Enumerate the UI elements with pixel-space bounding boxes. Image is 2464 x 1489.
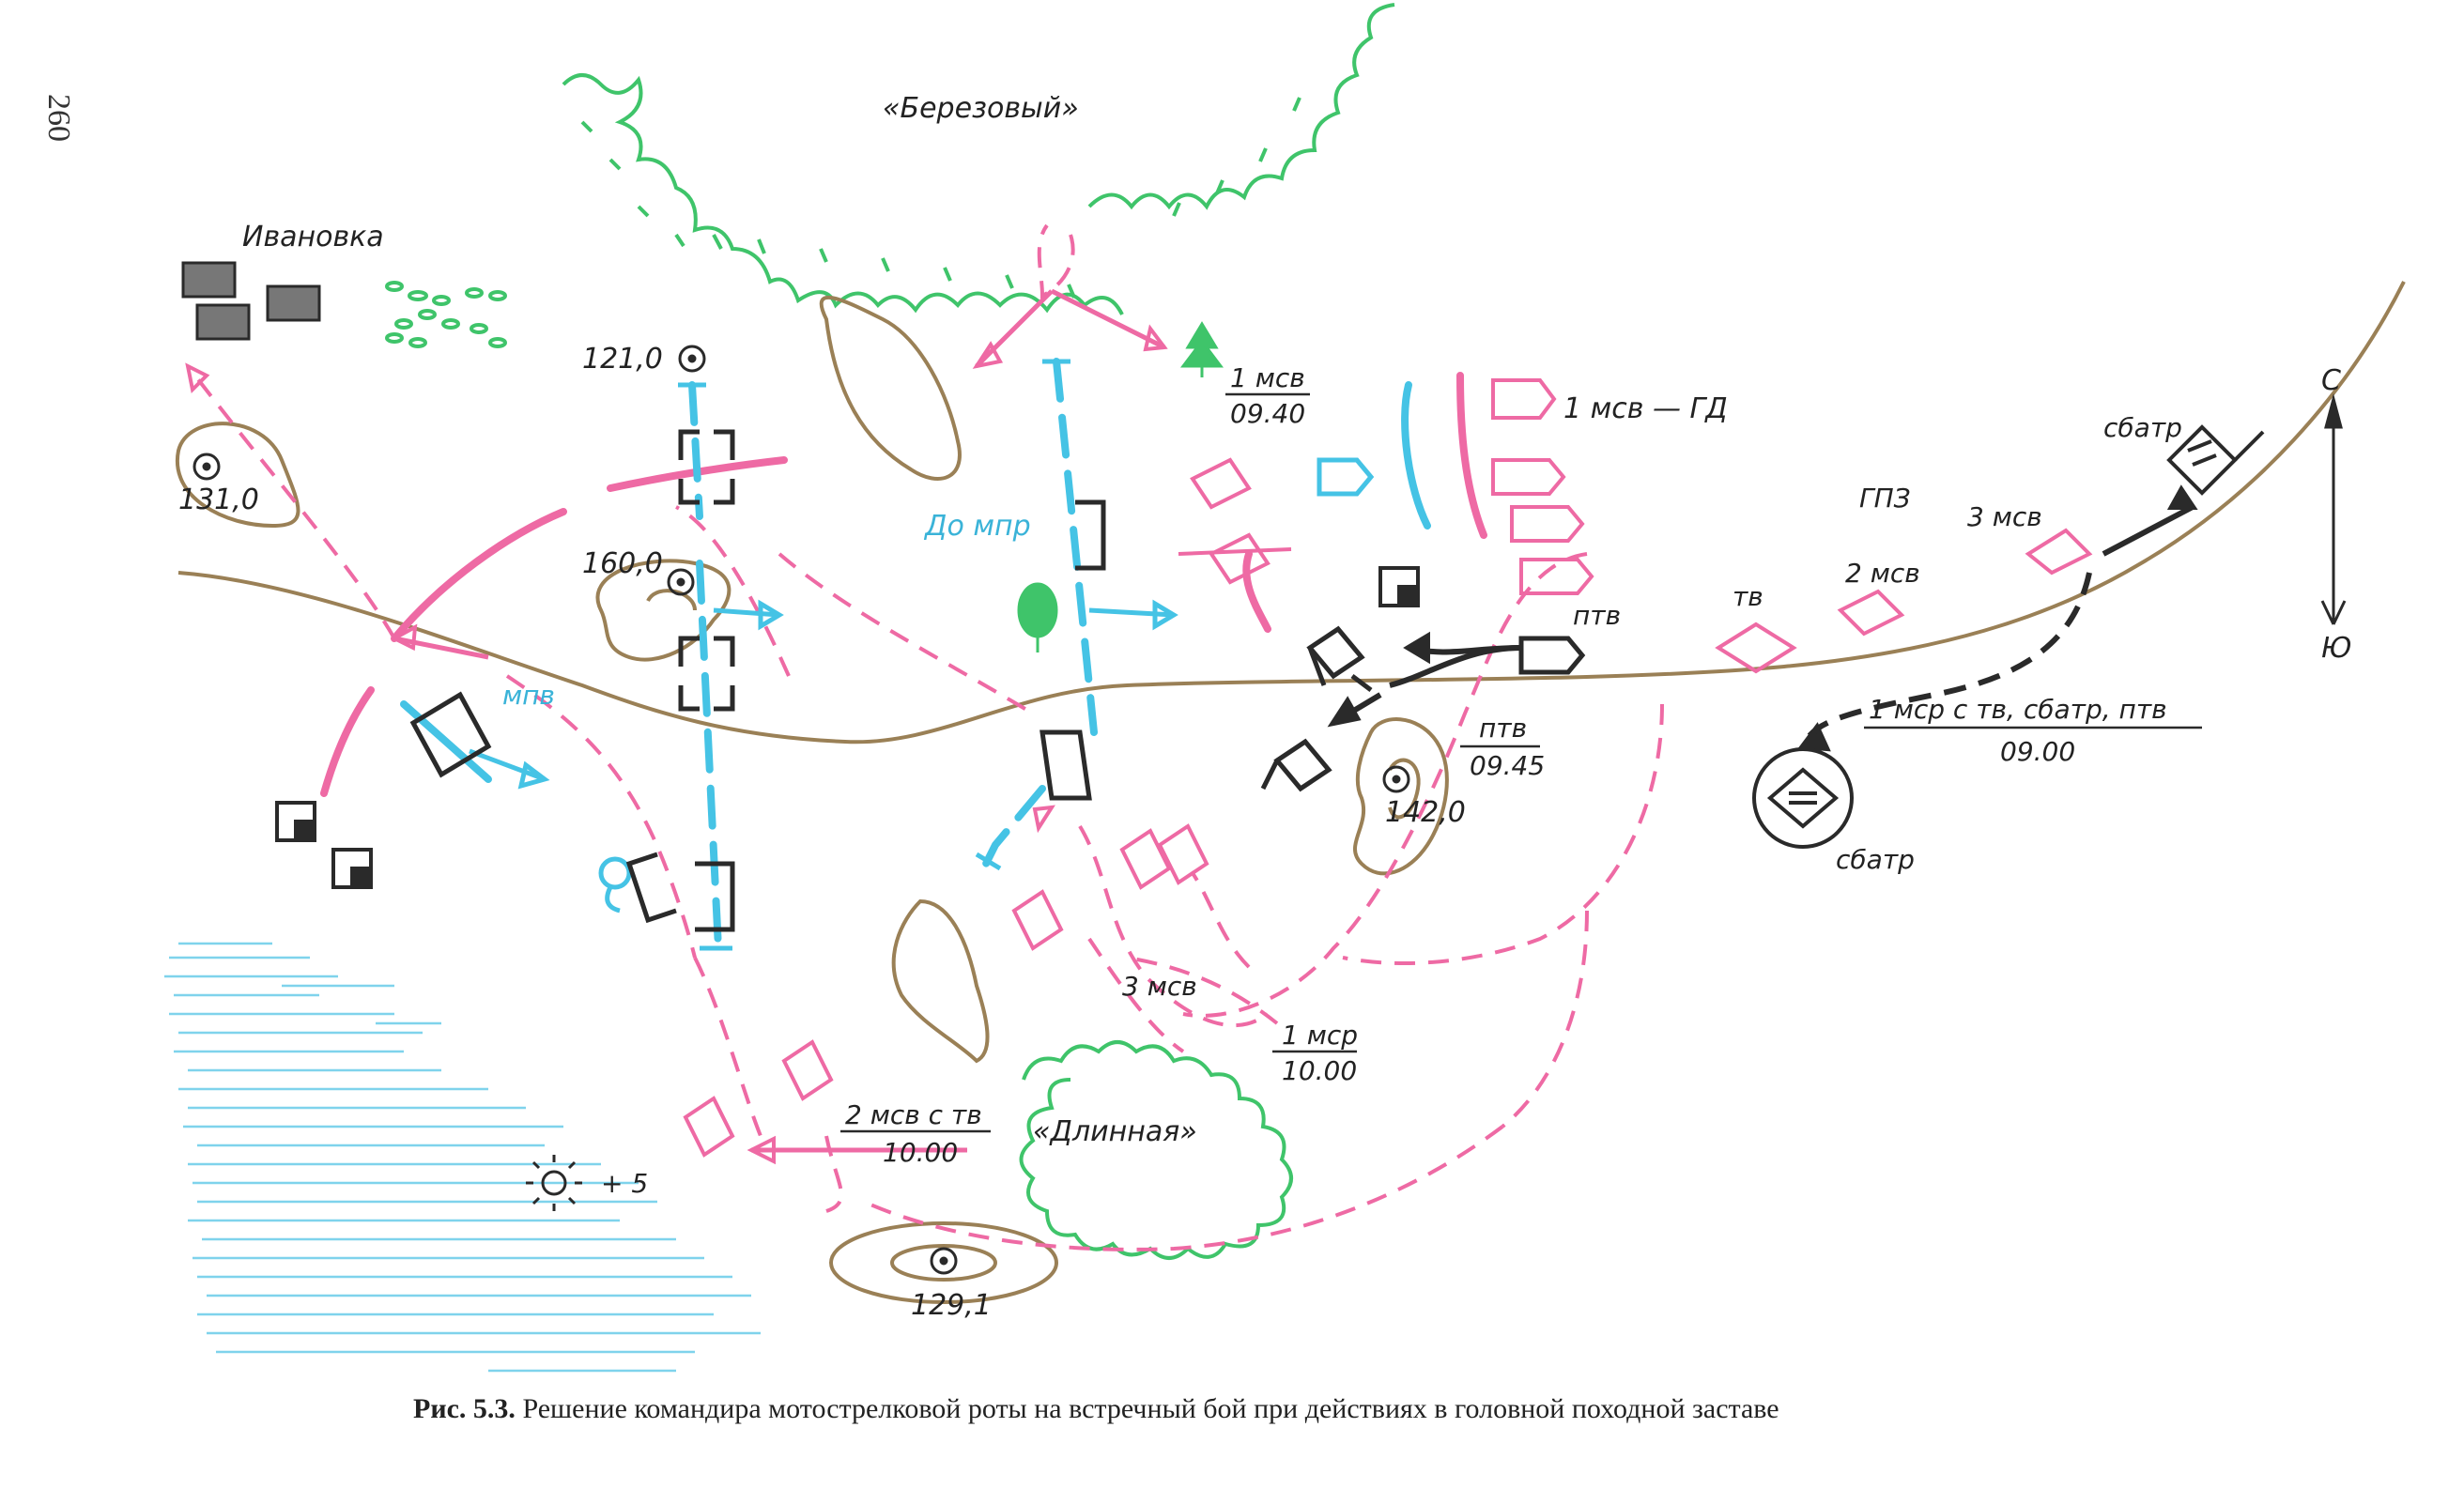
recon-vehicles xyxy=(1260,625,1586,792)
label-msr1: 1 мср xyxy=(1282,1020,1358,1051)
figure-caption: Рис. 5.3. Решение командира мотострелков… xyxy=(413,1393,1779,1424)
label-msr1-time: 10.00 xyxy=(1282,1055,1357,1086)
compass-south: Ю xyxy=(2321,632,2351,665)
artillery-battery-icon xyxy=(1752,424,2265,849)
own-positions xyxy=(409,429,1106,932)
label-sbatr-bottom: сбатр xyxy=(1836,844,1915,875)
label-msv3-column: 3 мсв xyxy=(1967,501,2042,532)
label-msr1-full-time: 09.00 xyxy=(2000,736,2075,767)
height-121: 121,0 xyxy=(582,343,663,376)
label-do-mpr: До мпр xyxy=(923,510,1031,543)
caption-label: Рис. 5.3. xyxy=(413,1393,516,1424)
forest-berezovy xyxy=(562,3,1395,315)
label-gpz: ГПЗ xyxy=(1859,483,1911,514)
label-msv1-time: 09.40 xyxy=(1230,398,1305,429)
enemy-vehicles xyxy=(683,378,2093,1158)
own-arrows xyxy=(469,359,1375,951)
label-sbatr-top: сбатр xyxy=(2103,412,2182,443)
lake xyxy=(164,942,761,1373)
label-msv3: 3 мсв xyxy=(1122,971,1197,1002)
label-msv2: 2 мсв xyxy=(1845,558,1920,589)
label-msv2-tv: 2 мсв с тв xyxy=(845,1099,982,1130)
height-129: 129,1 xyxy=(911,1289,992,1322)
place-label-ivanovka: Ивановка xyxy=(242,221,384,253)
height-142: 142,0 xyxy=(1385,796,1466,829)
black-routes xyxy=(1327,484,2198,752)
label-ptv-time: 09.45 xyxy=(1470,750,1545,781)
village-buildings xyxy=(181,261,321,341)
label-msv2-tv-time: 10.00 xyxy=(883,1137,958,1168)
label-sun: + 5 xyxy=(601,1168,648,1199)
compass xyxy=(2320,393,2347,625)
height-160: 160,0 xyxy=(582,547,663,580)
enemy-routes xyxy=(186,223,1664,1251)
enemy-lines xyxy=(320,372,1487,797)
tree-icon xyxy=(1180,321,1224,377)
fraction-lines xyxy=(840,392,2202,1133)
forest-dlinnaya xyxy=(1019,1040,1293,1260)
squares xyxy=(275,566,1420,889)
road xyxy=(177,281,2406,744)
height-markers xyxy=(192,345,1410,1275)
label-msv1: 1 мсв xyxy=(1230,362,1305,393)
label-tv: тв xyxy=(1732,581,1763,612)
own-lines xyxy=(400,358,1431,952)
label-msr1-full: 1 мср с тв, сбатр, птв xyxy=(1869,694,2167,725)
place-label-berezovy: «Березовый» xyxy=(883,92,1079,125)
caption-text: Решение командира мотострелковой роты на… xyxy=(516,1393,1779,1424)
label-msv1-gd: 1 мсв — ГД xyxy=(1563,392,1728,425)
label-mpv: мпв xyxy=(502,680,555,711)
label-ptv-column: птв xyxy=(1573,600,1621,631)
hill-contours xyxy=(175,295,1449,1304)
compass-north: С xyxy=(2321,364,2341,397)
enemy-arrows xyxy=(185,288,1292,1165)
height-131: 131,0 xyxy=(178,484,259,516)
bushes xyxy=(385,281,507,348)
page-number: 260 xyxy=(41,94,76,142)
sun-icon xyxy=(526,1155,582,1211)
deciduous-tree-icon xyxy=(1017,582,1058,652)
label-ptv: птв xyxy=(1479,713,1527,744)
place-label-dlinnaya: «Длинная» xyxy=(1033,1115,1197,1148)
